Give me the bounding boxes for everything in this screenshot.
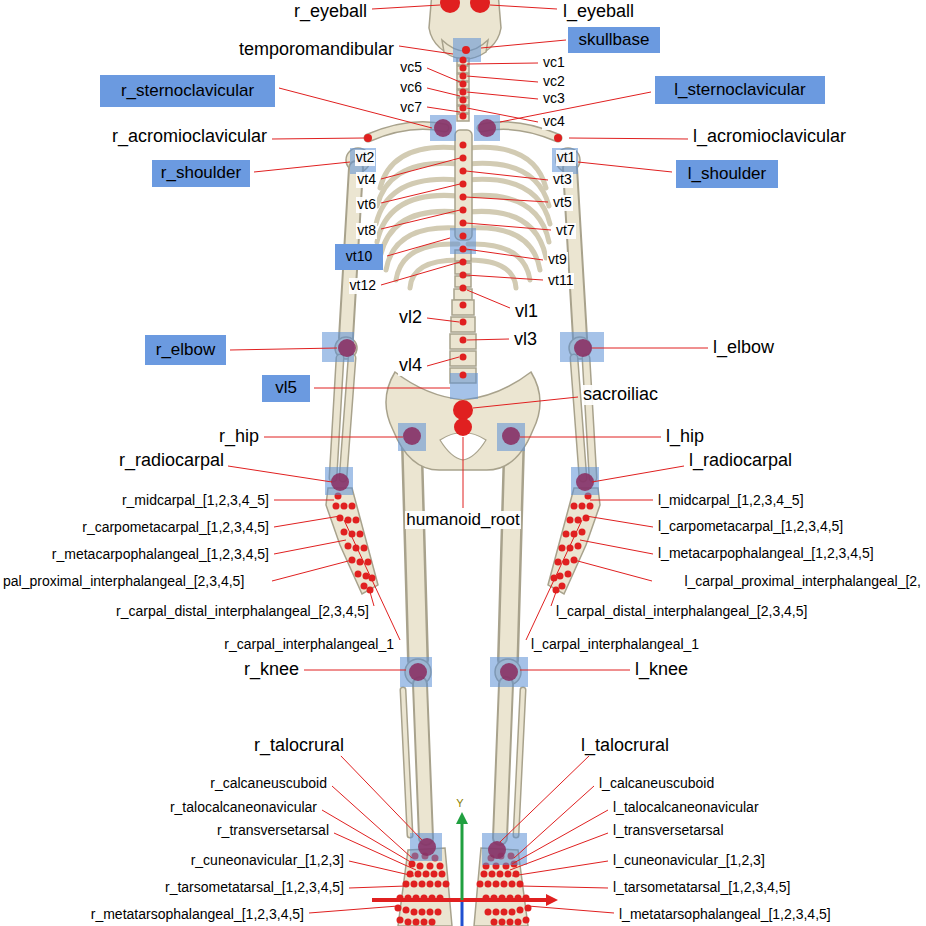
joint-label: r_tarsometatarsal_[1,2,3,4,5]: [164, 880, 345, 895]
joint-label: r_knee: [243, 660, 300, 680]
joint-label: r_cuneonavicular_[1,2,3]: [190, 853, 345, 868]
joint-label: r_acromioclavicular: [111, 127, 268, 147]
joint-label: l_carpal_interphalangeal_1: [530, 637, 700, 652]
joint-label: l_calcaneuscuboid: [598, 776, 715, 791]
joint-label: vt4: [356, 172, 377, 187]
joint-highlight-box: r_shoulder: [152, 160, 250, 187]
joint-label: l_cuneonavicular_[1,2,3]: [612, 853, 766, 868]
joint-label: l_talocalcaneonavicular: [612, 800, 760, 815]
joint-label: vc7: [399, 100, 423, 115]
joint-label: r_carpometacarpal_[1,2,3,4,5]: [81, 520, 270, 535]
joint-label: r_eyeball: [293, 2, 368, 22]
joint-name: r_elbow: [156, 341, 216, 360]
joint-name: vl5: [275, 379, 297, 398]
joint-highlight-box: skullbase: [568, 27, 660, 53]
joint-label: l_eyeball: [562, 2, 635, 22]
highlight-squares: [322, 38, 604, 865]
joint-label: vl1: [514, 302, 539, 322]
joint-label: r_talocalcaneonavicular: [169, 800, 318, 815]
joint-label: l_carpal_distal_interphalangeal_[2,3,4,5…: [555, 604, 808, 619]
joint-label: vt6: [356, 197, 377, 212]
joint-label: r_radiocarpal: [118, 451, 225, 471]
joint-label: vc3: [542, 91, 566, 106]
joint-label: vt11: [547, 273, 574, 288]
joint-dots: [331, 0, 594, 859]
limbs-and-ribs: [326, 126, 600, 926]
joint-label: vl3: [513, 330, 538, 350]
joint-name: l_shoulder: [688, 165, 766, 184]
axial-skeleton: [386, 0, 540, 470]
joint-label: r_carpal_interphalangeal_1: [223, 637, 395, 652]
joint-label: r_metacarpophalangeal_[1,2,3,4,5]: [51, 547, 270, 562]
joint-label: vc6: [399, 80, 423, 95]
joint-label: r_transversetarsal: [216, 823, 330, 838]
joint-label: l_carpal_proximal_interphalangeal_[2,: [683, 574, 922, 589]
joint-label: vt2: [355, 150, 376, 165]
joint-label: l_elbow: [712, 338, 775, 358]
joint-label: l_radiocarpal: [688, 451, 793, 471]
joint-label: l_metatarsophalangeal_[1,2,3,4,5]: [618, 907, 832, 922]
joint-label: vc1: [542, 55, 566, 70]
joint-highlight-box: vl5: [262, 375, 310, 402]
joint-label: vc2: [542, 74, 566, 89]
joint-label: r_carpal_distal_interphalangeal_[2,3,4,5…: [115, 604, 370, 619]
joint-highlight-box: vt10: [335, 244, 383, 270]
joint-highlight-box: r_sternoclavicular: [100, 75, 275, 107]
joint-label: vt5: [552, 195, 573, 210]
joint-label: vt7: [555, 223, 576, 238]
joint-label: r_metatarsophalangeal_[1,2,3,4,5]: [90, 907, 305, 922]
joint-label: l_knee: [634, 660, 689, 680]
joint-name: r_sternoclavicular: [121, 82, 254, 101]
coordinate-axes: [372, 812, 558, 926]
joint-label: humanoid_root: [405, 511, 520, 530]
joint-label: r_calcaneuscuboid: [209, 776, 328, 791]
joint-label: l_transversetarsal: [612, 823, 725, 838]
joint-name: skullbase: [579, 31, 650, 50]
joint-label: r_hip: [218, 427, 260, 447]
joint-label: l_metacarpophalangeal_[1,2,3,4,5]: [657, 546, 875, 561]
joint-name: r_shoulder: [161, 164, 241, 183]
joint-label: vc5: [399, 60, 423, 75]
joint-label: r_midcarpal_[1,2,3,4_5]: [121, 493, 270, 508]
joint-label: pal_proximal_interphalangeal_[2,3,4,5]: [2, 574, 245, 589]
joint-label: sacroiliac: [582, 385, 659, 405]
joint-label: Y: [455, 797, 464, 809]
joint-label: l_hip: [665, 427, 705, 447]
joint-label: vt8: [356, 223, 377, 238]
joint-label: vt3: [552, 172, 573, 187]
joint-label: l_carpometacarpal_[1,2,3,4,5]: [657, 519, 844, 534]
joint-name: l_sternoclavicular: [674, 81, 805, 100]
joint-highlight-box: r_elbow: [145, 335, 226, 365]
joint-label: r_talocrural: [253, 736, 345, 756]
joint-label: l_acromioclavicular: [692, 127, 847, 147]
joint-label: l_midcarpal_[1,2,3,4_5]: [657, 493, 805, 508]
joint-name: vt10: [346, 249, 372, 264]
joint-label: vt12: [349, 278, 377, 293]
joint-label: vt1: [556, 150, 577, 165]
joint-label: vt9: [547, 252, 568, 267]
joint-label: vl4: [398, 356, 423, 376]
joint-highlight-box: l_shoulder: [676, 160, 778, 188]
joint-label: temporomandibular: [238, 40, 395, 60]
joint-label: vc4: [542, 114, 566, 129]
joint-highlight-box: l_sternoclavicular: [655, 76, 825, 104]
joint-label: vl2: [398, 308, 423, 328]
joint-label: l_tarsometatarsal_[1,2,3,4,5]: [612, 880, 791, 895]
joint-label: l_talocrural: [580, 736, 670, 756]
